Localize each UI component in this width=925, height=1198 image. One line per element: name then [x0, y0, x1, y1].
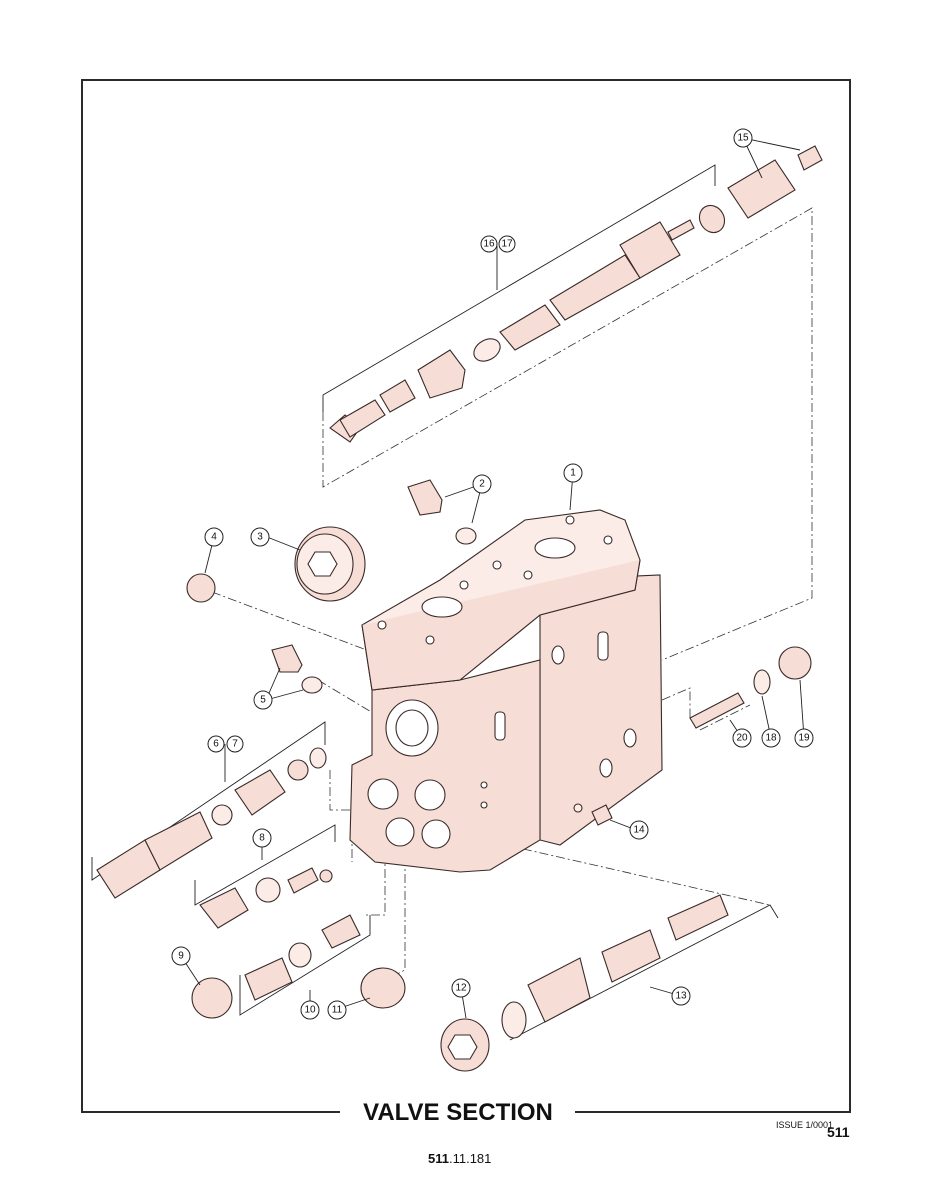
- svg-text:20: 20: [736, 733, 748, 744]
- svg-text:8: 8: [259, 833, 265, 844]
- svg-text:18: 18: [765, 733, 777, 744]
- callout-9: 9: [171, 946, 191, 966]
- svg-text:5: 5: [260, 695, 266, 706]
- bottom-spool-assembly: [440, 894, 729, 1072]
- top-spool-assembly: [329, 145, 823, 443]
- svg-text:12: 12: [455, 983, 467, 994]
- callout-19: 19: [794, 728, 814, 748]
- callout-5: 5: [253, 690, 273, 710]
- svg-text:2: 2: [479, 479, 485, 490]
- left-spool-assembly: [96, 747, 327, 899]
- callout-16: 16: [480, 235, 498, 253]
- callout-15: 15: [733, 128, 753, 148]
- title: VALVE SECTION: [363, 1099, 553, 1126]
- callout-12: 12: [451, 978, 471, 998]
- sheet-number: 511: [827, 1124, 850, 1140]
- svg-text:1: 1: [570, 468, 576, 479]
- valve-body: [349, 509, 663, 873]
- drawing-frame: [81, 79, 851, 1113]
- callout-10: 10: [300, 1000, 320, 1020]
- callout-4: 4: [204, 527, 224, 547]
- callout-7: 7: [226, 735, 244, 753]
- callout-13: 13: [671, 986, 691, 1006]
- svg-text:19: 19: [798, 733, 810, 744]
- callout-11: 11: [327, 1000, 347, 1020]
- svg-text:14: 14: [633, 825, 645, 836]
- right-side-parts: [573, 646, 812, 826]
- callout-20: 20: [732, 728, 752, 748]
- callout-18: 18: [761, 728, 781, 748]
- svg-text:13: 13: [675, 991, 687, 1002]
- callout-8: 8: [252, 828, 272, 848]
- issue-label: ISSUE 1/0001: [776, 1120, 833, 1130]
- callout-6: 6: [207, 735, 225, 753]
- callout-1: 1: [563, 463, 583, 483]
- reference-number: 511.11.181: [428, 1151, 491, 1166]
- callout-3: 3: [250, 527, 270, 547]
- svg-text:17: 17: [501, 239, 513, 250]
- callout-17: 17: [498, 235, 516, 253]
- svg-text:3: 3: [257, 532, 263, 543]
- reference-bold: 511: [428, 1151, 449, 1166]
- plug-parts: [186, 479, 477, 694]
- check-valve-parts: [191, 867, 406, 1019]
- svg-text:6: 6: [213, 739, 219, 750]
- svg-text:16: 16: [483, 239, 495, 250]
- callout-2: 2: [472, 474, 492, 494]
- group-brackets: [91, 164, 779, 1041]
- svg-text:15: 15: [737, 133, 749, 144]
- svg-text:4: 4: [211, 532, 217, 543]
- svg-text:7: 7: [232, 739, 238, 750]
- svg-text:10: 10: [304, 1005, 316, 1016]
- reference-rest: .11.181: [449, 1151, 491, 1166]
- svg-text:9: 9: [178, 951, 184, 962]
- callout-14: 14: [629, 820, 649, 840]
- svg-text:11: 11: [332, 1005, 343, 1016]
